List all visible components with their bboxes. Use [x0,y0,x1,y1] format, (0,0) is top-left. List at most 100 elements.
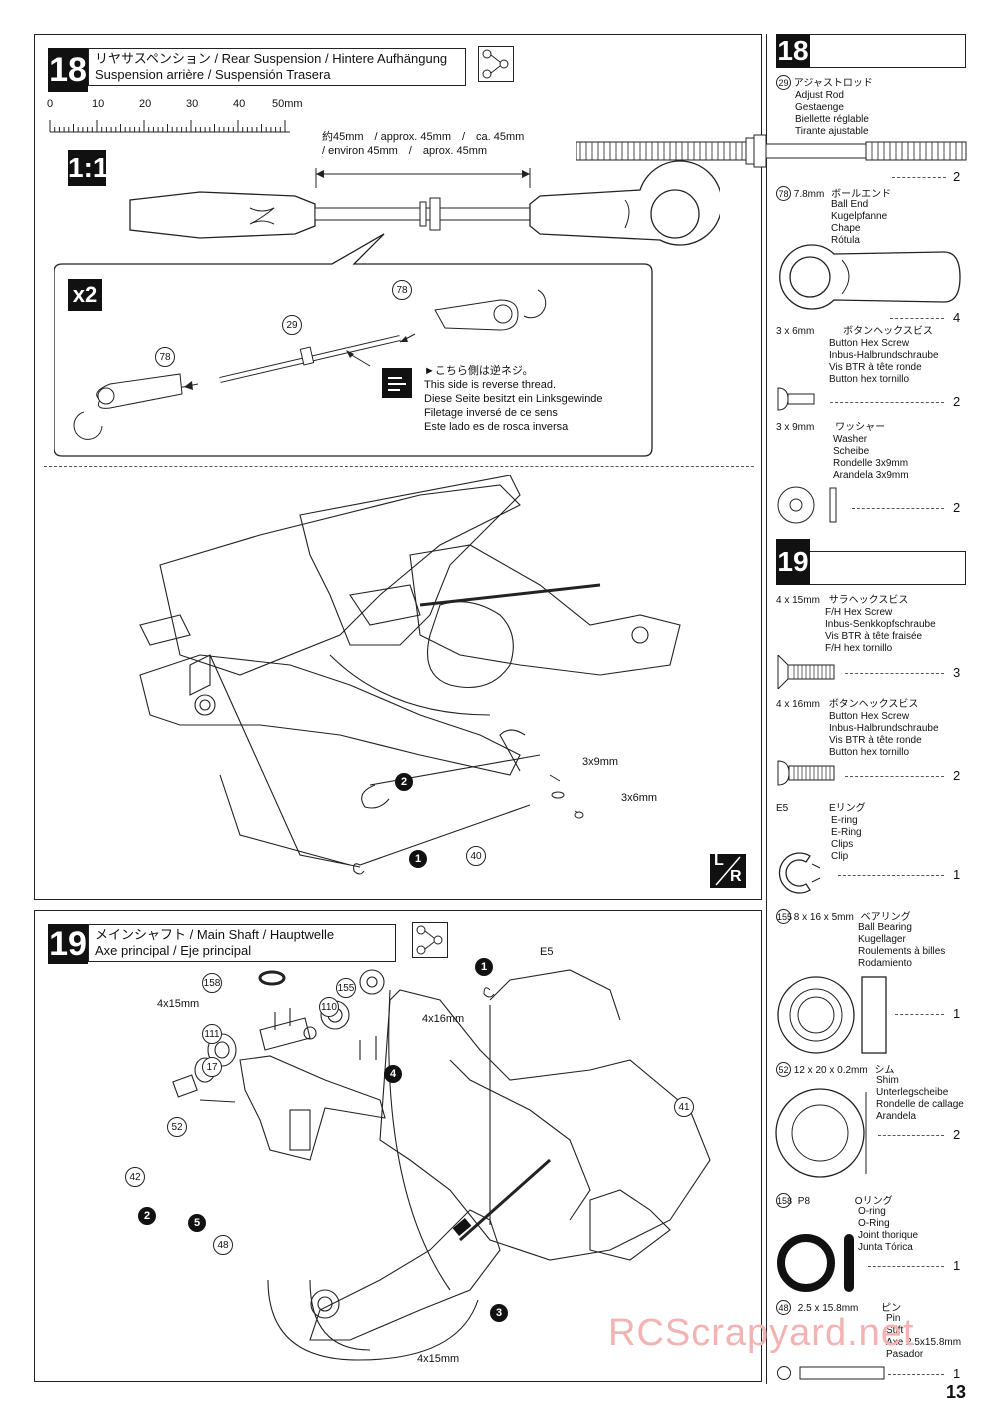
screw-label: 3x6mm [621,792,658,804]
part-callout-17: 17 [202,1057,222,1077]
o-ring-icon [777,1234,854,1292]
page-number: 13 [946,1382,967,1402]
part-size: P8 [797,1196,811,1207]
part-name: Joint thorique [858,1230,919,1241]
button-screw-icon [777,387,815,411]
sequence-icon [478,46,514,82]
step-badge-2: 2 [395,773,413,791]
qty-leader [888,1374,944,1375]
part-158-names: O-ring O-Ring Joint thorique Junta Tóric… [858,1206,918,1254]
part-name: Ball End [831,199,869,210]
part-qty: 3 [953,665,961,680]
scale-badge: 1:1 [68,150,108,186]
part-size: 4 x 15mm [776,595,820,606]
part-qty: 1 [953,1366,961,1381]
part-name: Kugelpfanne [831,211,888,222]
part-size: 4 x 16mm [776,699,820,710]
lr-badge-r: R [730,868,742,885]
part-29-names: Adjust Rod Gestaenge Biellette réglable … [795,90,869,138]
screw-label: 4x15mm [157,998,200,1010]
part-size: 3 x 6mm [776,326,815,337]
qty-leader [890,318,944,319]
reverse-thread-note: ►こちら側は逆ネジ。 This side is reverse thread. … [424,364,603,434]
ball-end-icon [779,244,961,310]
part-48-names: Pin Stift Axe 2.5x15.8mm Pasador [886,1313,961,1361]
part-name: Clip [831,851,849,862]
part-callout-29: 29 [282,315,302,335]
part-3x6-screw-names: Button Hex Screw Inbus-Halbrundschraube … [829,338,939,386]
part-3x9-washer-names: Washer Scheibe Rondelle 3x9mm Arandela 3… [833,434,909,482]
main-shaft-assembly-drawing [172,969,711,1361]
washer-icon [777,486,837,524]
part-3x9-washer: 3 x 9mm ワッシャー [776,422,885,434]
pin-icon [777,1366,885,1380]
rod-actual-size-drawing [129,160,720,246]
length-note-line1: 約45mm / approx. 45mm / ca. 45mm [322,131,525,143]
part-qty: 1 [953,867,961,882]
step18-title-line1: リヤサスペンション / Rear Suspension / Hintere Au… [95,51,448,66]
part-78-names: Ball End Kugelpfanne Chape Rótula [831,199,887,247]
step-badge-2: 2 [138,1207,156,1225]
reverse-thread-line: ►こちら側は逆ネジ。 [424,365,534,377]
part-name: E-Ring [831,827,862,838]
part-name: Kugellager [858,934,906,945]
part-callout-110: 110 [319,997,339,1017]
parts19-header-box [810,551,966,585]
ering-label: E5 [540,946,554,958]
part-name: Oリング [854,1196,893,1207]
reverse-thread-line: This side is reverse thread. [424,379,557,391]
part-name: Rodamiento [858,958,912,969]
step-badge-1: 1 [409,850,427,868]
qty-leader [868,1266,944,1267]
part-name: Inbus-Halbrundschraube [829,723,939,734]
part-name: ベアリング [860,912,911,923]
sequence-icon [412,922,448,958]
part-155-names: Ball Bearing Kugellager Roulements à bil… [858,922,945,970]
divider [44,466,754,467]
part-callout-48: 48 [213,1235,233,1255]
step18-title: リヤサスペンション / Rear Suspension / Hintere Au… [88,48,466,86]
part-3x6-screw: 3 x 6mm ボタンヘックスビス [776,326,933,338]
parts19-number: 19 [776,539,810,585]
part-name: Gestaenge [795,102,844,113]
part-name: F/H hex tornillo [825,643,893,654]
part-name: O-ring [858,1206,886,1217]
part-name: Roulements à billes [858,946,946,957]
part-name: Button Hex Screw [829,711,910,722]
qty-leader [845,673,944,674]
part-158-oring: 158 P8 Oリング [776,1193,893,1208]
part-callout-41: 41 [674,1097,694,1117]
lr-badge-l: L [714,852,724,869]
part-callout-52: 52 [167,1117,187,1137]
part-4x15-fh-screw: 4 x 15mm サラヘックスビス [776,595,908,607]
qty-leader [895,1014,944,1015]
part-name: ボタンヘックスビス [828,699,919,710]
part-name: Inbus-Halbrundschraube [829,350,939,361]
part-callout-78: 78 [155,347,175,367]
part-name: Vis BTR à tête fraisée [825,631,923,642]
part-4x15-fh-names: F/H Hex Screw Inbus-Senkkopfschraube Vis… [825,607,936,655]
part-qty: 4 [953,310,961,325]
part-name: Biellette réglable [795,114,869,125]
part-callout-40: 40 [466,846,486,866]
part-id: 155 [776,909,792,924]
step19-panel [34,910,762,1382]
part-name: シム [874,1065,895,1076]
step-badge-4: 4 [384,1065,402,1083]
part-name: Inbus-Senkkopfschraube [825,619,936,630]
part-id: 78 [776,186,791,201]
rear-suspension-assembly-drawing [139,475,681,875]
part-name: アジャストロッド [793,78,873,89]
screw-label: 4x16mm [422,1013,465,1025]
part-name: Arandela [876,1111,917,1122]
part-name: Pin [886,1313,901,1324]
part-name: Washer [833,434,868,445]
ruler-label: 40 [233,98,246,110]
qty-leader [845,776,944,777]
reverse-thread-line: Este lado es de rosca inversa [424,421,569,433]
part-78: 78 7.8mm ボールエンド [776,186,891,201]
ruler-label: 30 [186,98,199,110]
flat-head-screw-icon [777,655,835,689]
part-callout-155: 155 [336,978,356,998]
part-name: Axe 2.5x15.8mm [886,1337,962,1348]
